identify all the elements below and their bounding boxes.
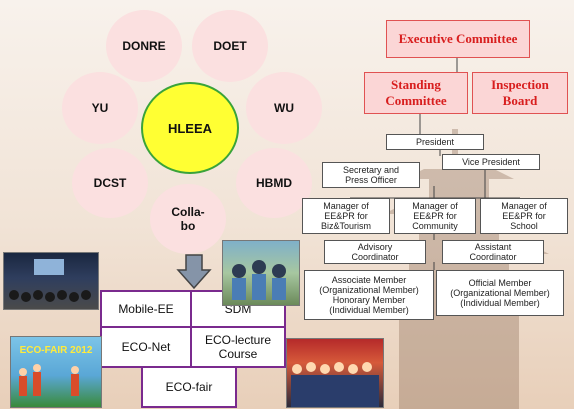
president-box: President [386, 134, 484, 150]
photo-eco-fair-banner: ECO-FAIR 2012 [10, 336, 102, 408]
partner-donre: DONRE [106, 10, 182, 82]
standing-committee: Standing Committee [364, 72, 468, 114]
manager-biz-tourism: Manager of EE&PR for Biz&Tourism [302, 198, 390, 234]
photo-group [286, 338, 384, 408]
partner-dcst: DCST [72, 148, 148, 218]
partner-wu: WU [246, 72, 322, 144]
partner-hbmd: HBMD [236, 148, 312, 218]
partner-collabo: Colla- bo [150, 184, 226, 254]
activity-eco-fair: ECO-fair [141, 366, 237, 408]
executive-committee: Executive Committee [386, 20, 530, 58]
advisory-coordinator: Advisory Coordinator [324, 240, 426, 264]
down-arrow-icon [176, 254, 212, 290]
inspection-board: Inspection Board [472, 72, 568, 114]
official-member: Official Member (Organizational Member) … [436, 270, 564, 316]
activity-eco-lecture: ECO-lecture Course [190, 326, 286, 368]
partner-doet: DOET [192, 10, 268, 82]
center-hleea: HLEEA [141, 82, 239, 174]
assistant-coordinator: Assistant Coordinator [442, 240, 544, 264]
manager-school: Manager of EE&PR for School [480, 198, 568, 234]
activity-eco-net: ECO-Net [100, 326, 192, 368]
manager-community: Manager of EE&PR for Community [394, 198, 476, 234]
partner-yu: YU [62, 72, 138, 144]
vice-president-box: Vice President [442, 154, 540, 170]
photo-children-event [222, 240, 300, 306]
associate-member: Associate Member (Organizational Member)… [304, 270, 434, 320]
photo-audience-hall [3, 252, 99, 310]
eco-fair-banner-text: ECO-FAIR 2012 [19, 345, 93, 356]
secretary-box: Secretary and Press Officer [322, 162, 420, 188]
